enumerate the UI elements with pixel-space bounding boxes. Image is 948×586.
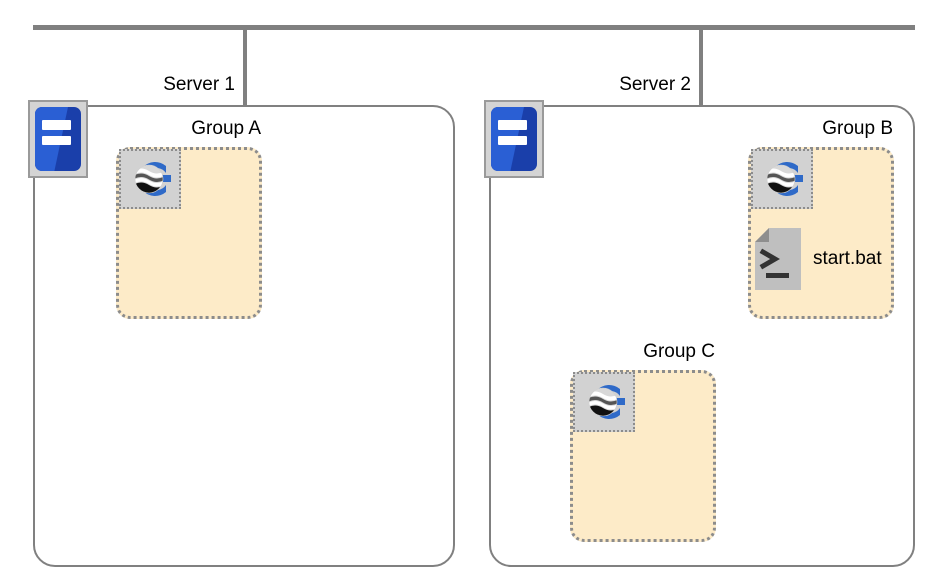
server-1-box: [33, 105, 455, 567]
server-2-box: [489, 105, 915, 567]
script-file-icon: [755, 228, 801, 290]
group-a-box: [116, 147, 262, 319]
group-b-file-row[interactable]: start.bat: [755, 228, 882, 290]
server-1-connector: [243, 25, 247, 105]
server-icon: [484, 100, 544, 178]
server-2-label: Server 2: [619, 74, 691, 95]
group-b-box: [748, 147, 894, 319]
group-b-label: Group B: [822, 118, 893, 139]
glassfish-instance-icon[interactable]: [573, 372, 635, 432]
group-c-label: Group C: [643, 341, 715, 362]
glassfish-instance-icon[interactable]: [751, 149, 813, 209]
group-a-label: Group A: [191, 118, 261, 139]
server-2-connector: [699, 25, 703, 105]
script-file-label: start.bat: [813, 248, 882, 269]
top-bus-line: [33, 25, 915, 30]
server-1-label: Server 1: [163, 74, 235, 95]
glassfish-instance-icon[interactable]: [119, 149, 181, 209]
server-icon: [28, 100, 88, 178]
